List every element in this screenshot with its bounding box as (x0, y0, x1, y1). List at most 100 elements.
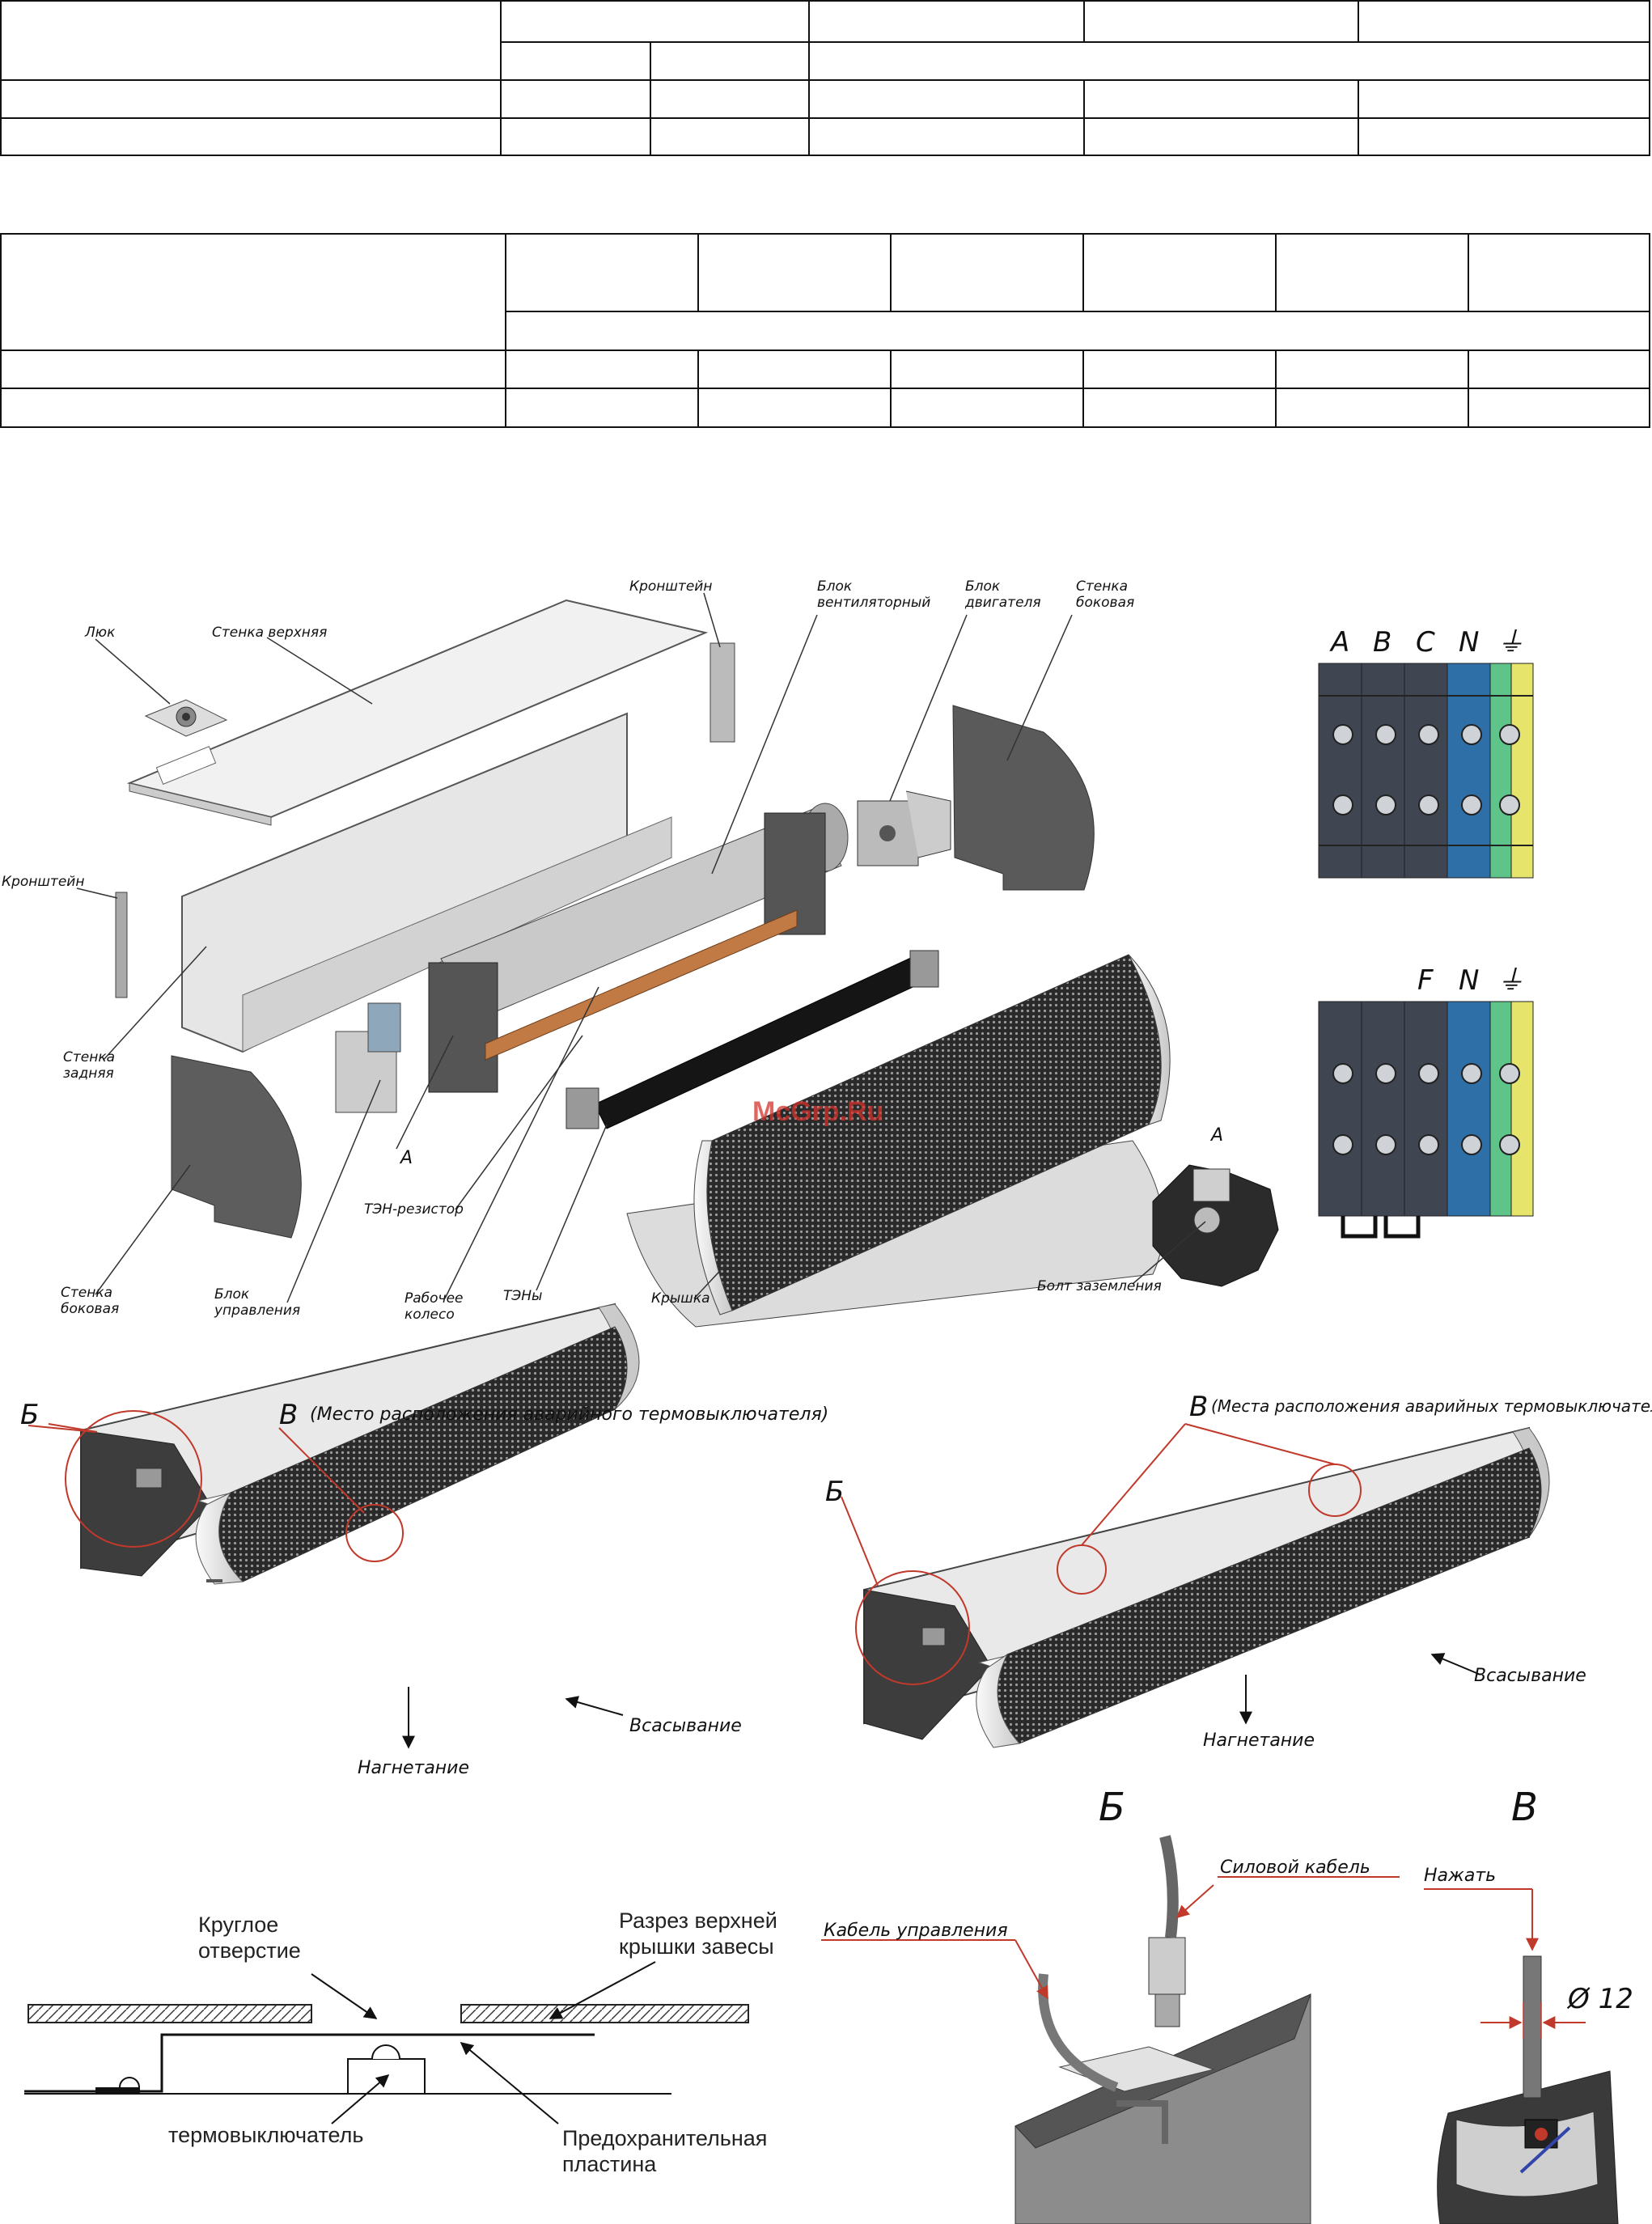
left-label-v-note: (Место расположения аварийного термовыкл… (310, 1404, 828, 1425)
top-wall-edge (129, 782, 272, 826)
label-rear-wall-2: задняя (63, 1065, 114, 1082)
motor-block-part (857, 790, 951, 866)
cell (1275, 349, 1469, 389)
cell (499, 79, 652, 119)
terminal-block-3phase: A B C N ⏚ (1318, 626, 1534, 879)
leader-lines (76, 592, 1206, 1303)
cell (1358, 0, 1650, 43)
cell (808, 41, 1650, 81)
cell (0, 0, 502, 81)
section-plate-1: Предохранительная (562, 2126, 767, 2150)
cell (1468, 349, 1650, 389)
terminal-label-f: F (1417, 964, 1434, 997)
cell (1358, 79, 1650, 119)
cell (1082, 388, 1277, 428)
terminal-label-n2: N (1459, 964, 1479, 997)
cell (1082, 79, 1360, 119)
label-side-wall-left-2: боковая (61, 1301, 119, 1317)
cell (0, 79, 502, 119)
right-label-b: Б (825, 1476, 844, 1508)
cell (697, 233, 892, 312)
left-discharge: Нагнетание (358, 1758, 469, 1778)
cell (0, 388, 506, 428)
cell (505, 233, 699, 312)
cell (808, 79, 1085, 119)
spec-table-2 (0, 233, 1650, 428)
terminal-label-a: A (1329, 626, 1349, 659)
right-intake: Всасывание (1474, 1666, 1586, 1686)
cell (697, 388, 892, 428)
top-wall-slot (155, 746, 217, 785)
cell (1082, 117, 1360, 156)
detail-v-title: В (1511, 1785, 1538, 1830)
detail-b-title: Б (1099, 1785, 1125, 1830)
cell (499, 117, 652, 156)
fan-block-part (428, 803, 849, 1093)
cell (1358, 117, 1650, 156)
terminal-block-1phase: F N ⏚ (1318, 964, 1534, 1239)
cell (1275, 233, 1469, 312)
detail-v-diameter: Ø 12 (1566, 1983, 1633, 2015)
label-motor-block-2: двигателя (964, 595, 1041, 611)
cell (890, 233, 1084, 312)
section-round-hole-2: отверстие (198, 1938, 301, 1963)
cell (499, 41, 652, 81)
label-rear-wall-1: Стенка (63, 1049, 115, 1065)
label-side-wall-right-2: боковая (1076, 595, 1134, 611)
hatch-part (144, 699, 228, 737)
label-bracket-left: Кронштейн (2, 874, 84, 890)
label-motor-block-1: Блок (965, 578, 1001, 595)
cell (1082, 349, 1277, 389)
unit-left (28, 1303, 640, 1749)
detail-b-control-cable: Кабель управления (824, 1921, 1008, 1941)
exploded-view: Люк Стенка верхняя Кронштейн Блок вентил… (2, 578, 1279, 1328)
right-label-v: В (1189, 1391, 1208, 1423)
label-detail-a: А (399, 1148, 413, 1168)
bracket-left-part (115, 892, 128, 998)
cell (0, 349, 506, 389)
cell (808, 117, 1085, 156)
cell (1468, 233, 1650, 312)
left-label-b: Б (20, 1399, 39, 1431)
terminal-label-b: B (1373, 626, 1391, 659)
heaters-part (565, 950, 939, 1129)
label-control-block-1: Блок (214, 1286, 250, 1303)
label-heaters: ТЭНы (503, 1288, 542, 1304)
section-plate-2: пластина (562, 2152, 657, 2176)
terminal-label-n: N (1459, 626, 1479, 659)
cell (1275, 388, 1469, 428)
side-wall-right-part (952, 705, 1095, 891)
watermark: McGrp.Ru (752, 1096, 883, 1127)
cell (650, 79, 811, 119)
side-wall-left-part (171, 1055, 302, 1239)
ground-bolt-zoom (1152, 1164, 1279, 1287)
label-cover: Крышка (651, 1290, 710, 1307)
bracket-top-part (710, 642, 735, 743)
cell (0, 117, 502, 156)
label-top-wall: Стенка верхняя (212, 625, 327, 641)
unit-right (841, 1423, 1550, 1748)
terminal-label-c: C (1416, 626, 1435, 659)
right-label-v-note: (Места расположения аварийных термовыклю… (1211, 1396, 1652, 1416)
cell (1082, 0, 1360, 43)
label-fan-block-1: Блок (817, 578, 853, 595)
label-side-wall-right-1: Стенка (1076, 578, 1128, 595)
terminal-label-ground: ⏚ (1497, 626, 1524, 659)
detail-b-power-cable: Силовой кабель (1220, 1858, 1370, 1878)
detail-v-press: Нажать (1424, 1866, 1496, 1886)
label-detail-a-zoom: А (1209, 1125, 1223, 1146)
label-impeller-2: колесо (405, 1307, 455, 1323)
section-drawing (24, 1961, 749, 2124)
cell (890, 349, 1084, 389)
terminal-label-ground2: ⏚ (1497, 964, 1524, 997)
label-heater-resistor: ТЭН-резистор (364, 1201, 464, 1218)
label-impeller-1: Рабочее (405, 1290, 464, 1307)
cell (499, 0, 811, 43)
cell (808, 0, 1085, 43)
section-cut-1: Разрез верхней (619, 1908, 777, 1933)
cell (0, 233, 506, 351)
cell (505, 349, 699, 389)
label-hatch: Люк (84, 625, 116, 641)
section-cut-2: крышки завесы (619, 1934, 774, 1959)
